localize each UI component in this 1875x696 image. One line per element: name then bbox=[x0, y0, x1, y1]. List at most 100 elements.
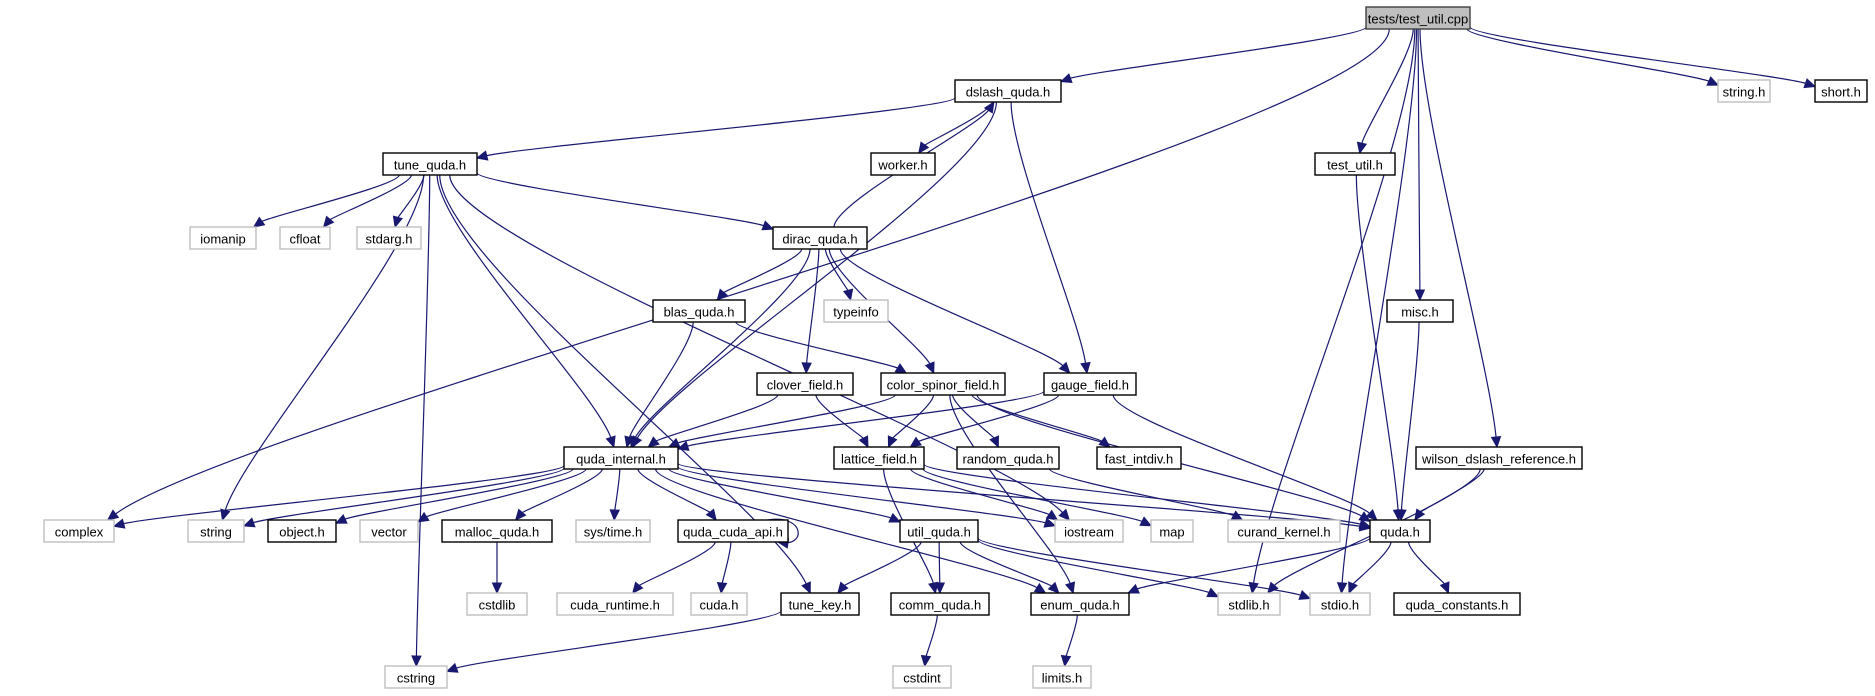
node-iomanip[interactable]: iomanip bbox=[189, 226, 257, 250]
node-cstdlib[interactable]: cstdlib bbox=[466, 592, 528, 616]
node-enum-quda[interactable]: enum_quda.h bbox=[1030, 592, 1130, 616]
node-box[interactable] bbox=[1814, 79, 1868, 103]
node-gauge-field[interactable]: gauge_field.h bbox=[1043, 372, 1137, 396]
edge-line bbox=[959, 541, 1053, 588]
node-box[interactable] bbox=[954, 79, 1062, 103]
node-box[interactable] bbox=[890, 592, 990, 616]
node-box[interactable] bbox=[1369, 519, 1431, 543]
node-fast-intdiv[interactable]: fast_intdiv.h bbox=[1096, 446, 1182, 470]
node-object[interactable]: object.h bbox=[267, 519, 337, 543]
node-dslash-quda[interactable]: dslash_quda.h bbox=[954, 79, 1062, 103]
node-box[interactable] bbox=[187, 519, 245, 543]
node-box[interactable] bbox=[384, 665, 448, 689]
node-misc[interactable]: misc.h bbox=[1386, 299, 1454, 323]
node-box[interactable] bbox=[1150, 519, 1194, 543]
node-test-util-cpp[interactable]: tests/test_util.cpp bbox=[1365, 6, 1471, 30]
edge-line bbox=[485, 97, 956, 157]
node-quda-internal[interactable]: quda_internal.h bbox=[563, 446, 679, 470]
node-stdio-h[interactable]: stdio.h bbox=[1309, 592, 1371, 616]
node-box[interactable] bbox=[1386, 299, 1454, 323]
edge-dslash_quda-to-tune_quda bbox=[475, 97, 956, 161]
node-color-spinor-field[interactable]: color_spinor_field.h bbox=[880, 372, 1006, 396]
node-quda-constants[interactable]: quda_constants.h bbox=[1393, 592, 1521, 616]
node-label: cfloat bbox=[289, 232, 320, 247]
node-box[interactable] bbox=[359, 519, 419, 543]
node-sys-time[interactable]: sys/time.h bbox=[575, 519, 651, 543]
node-tune-quda[interactable]: tune_quda.h bbox=[382, 152, 478, 176]
node-box[interactable] bbox=[956, 446, 1060, 470]
node-iostream[interactable]: iostream bbox=[1054, 519, 1124, 543]
node-box[interactable] bbox=[780, 592, 860, 616]
node-box[interactable] bbox=[677, 519, 789, 543]
node-box[interactable] bbox=[563, 446, 679, 470]
node-map[interactable]: map bbox=[1150, 519, 1194, 543]
node-test-util-h[interactable]: test_util.h bbox=[1314, 152, 1396, 176]
node-cuda-runtime[interactable]: cuda_runtime.h bbox=[556, 592, 674, 616]
edge-line bbox=[925, 614, 938, 658]
node-box[interactable] bbox=[356, 226, 422, 250]
node-malloc-quda[interactable]: malloc_quda.h bbox=[441, 519, 553, 543]
node-box[interactable] bbox=[1096, 446, 1182, 470]
node-box[interactable] bbox=[899, 519, 979, 543]
node-box[interactable] bbox=[1393, 592, 1521, 616]
node-cfloat[interactable]: cfloat bbox=[279, 226, 331, 250]
node-box[interactable] bbox=[43, 519, 115, 543]
node-tune-key[interactable]: tune_key.h bbox=[780, 592, 860, 616]
node-lattice-field[interactable]: lattice_field.h bbox=[833, 446, 925, 470]
node-box[interactable] bbox=[892, 665, 952, 689]
node-box[interactable] bbox=[652, 299, 746, 323]
node-box[interactable] bbox=[1217, 592, 1281, 616]
node-box[interactable] bbox=[1309, 592, 1371, 616]
node-box[interactable] bbox=[1717, 79, 1771, 103]
node-cstdint[interactable]: cstdint bbox=[892, 665, 952, 689]
node-box[interactable] bbox=[441, 519, 553, 543]
node-comm-quda[interactable]: comm_quda.h bbox=[890, 592, 990, 616]
node-box[interactable] bbox=[823, 299, 889, 323]
node-stdarg[interactable]: stdarg.h bbox=[356, 226, 422, 250]
node-vector[interactable]: vector bbox=[359, 519, 419, 543]
node-box[interactable] bbox=[1227, 519, 1341, 543]
node-random-quda[interactable]: random_quda.h bbox=[956, 446, 1060, 470]
node-wilson-dslash-reference[interactable]: wilson_dslash_reference.h bbox=[1415, 446, 1583, 470]
node-string[interactable]: string bbox=[187, 519, 245, 543]
node-box[interactable] bbox=[1054, 519, 1124, 543]
node-box[interactable] bbox=[833, 446, 925, 470]
node-box[interactable] bbox=[1415, 446, 1583, 470]
node-short-h[interactable]: short.h bbox=[1814, 79, 1868, 103]
node-quda-h[interactable]: quda.h bbox=[1369, 519, 1431, 543]
node-box[interactable] bbox=[267, 519, 337, 543]
node-box[interactable] bbox=[870, 152, 936, 176]
node-box[interactable] bbox=[1314, 152, 1396, 176]
node-box[interactable] bbox=[1043, 372, 1137, 396]
node-box[interactable] bbox=[575, 519, 651, 543]
node-box[interactable] bbox=[1032, 665, 1092, 689]
node-clover-field[interactable]: clover_field.h bbox=[756, 372, 854, 396]
node-box[interactable] bbox=[772, 226, 868, 250]
node-quda-cuda-api[interactable]: quda_cuda_api.h bbox=[677, 519, 789, 543]
node-box[interactable] bbox=[756, 372, 854, 396]
node-box[interactable] bbox=[382, 152, 478, 176]
node-curand-kernel[interactable]: curand_kernel.h bbox=[1227, 519, 1341, 543]
node-box[interactable] bbox=[556, 592, 674, 616]
node-limits-h[interactable]: limits.h bbox=[1032, 665, 1092, 689]
node-box[interactable] bbox=[1030, 592, 1130, 616]
node-util-quda[interactable]: util_quda.h bbox=[899, 519, 979, 543]
node-typeinfo[interactable]: typeinfo bbox=[823, 299, 889, 323]
node-box[interactable] bbox=[189, 226, 257, 250]
node-cuda-h[interactable]: cuda.h bbox=[690, 592, 748, 616]
node-box[interactable] bbox=[466, 592, 528, 616]
node-box[interactable] bbox=[880, 372, 1006, 396]
node-cstring[interactable]: cstring bbox=[384, 665, 448, 689]
node-label: util_quda.h bbox=[907, 525, 971, 540]
node-worker[interactable]: worker.h bbox=[870, 152, 936, 176]
node-dirac-quda[interactable]: dirac_quda.h bbox=[772, 226, 868, 250]
node-string-h[interactable]: string.h bbox=[1717, 79, 1771, 103]
node-box[interactable] bbox=[1365, 6, 1471, 30]
node-complex[interactable]: complex bbox=[43, 519, 115, 543]
edge-wilson_dslash_reference-to-quda_h bbox=[1414, 468, 1485, 522]
node-box[interactable] bbox=[690, 592, 748, 616]
node-blas-quda[interactable]: blas_quda.h bbox=[652, 299, 746, 323]
node-box[interactable] bbox=[279, 226, 331, 250]
edge-line bbox=[328, 174, 413, 221]
node-stdlib-h[interactable]: stdlib.h bbox=[1217, 592, 1281, 616]
